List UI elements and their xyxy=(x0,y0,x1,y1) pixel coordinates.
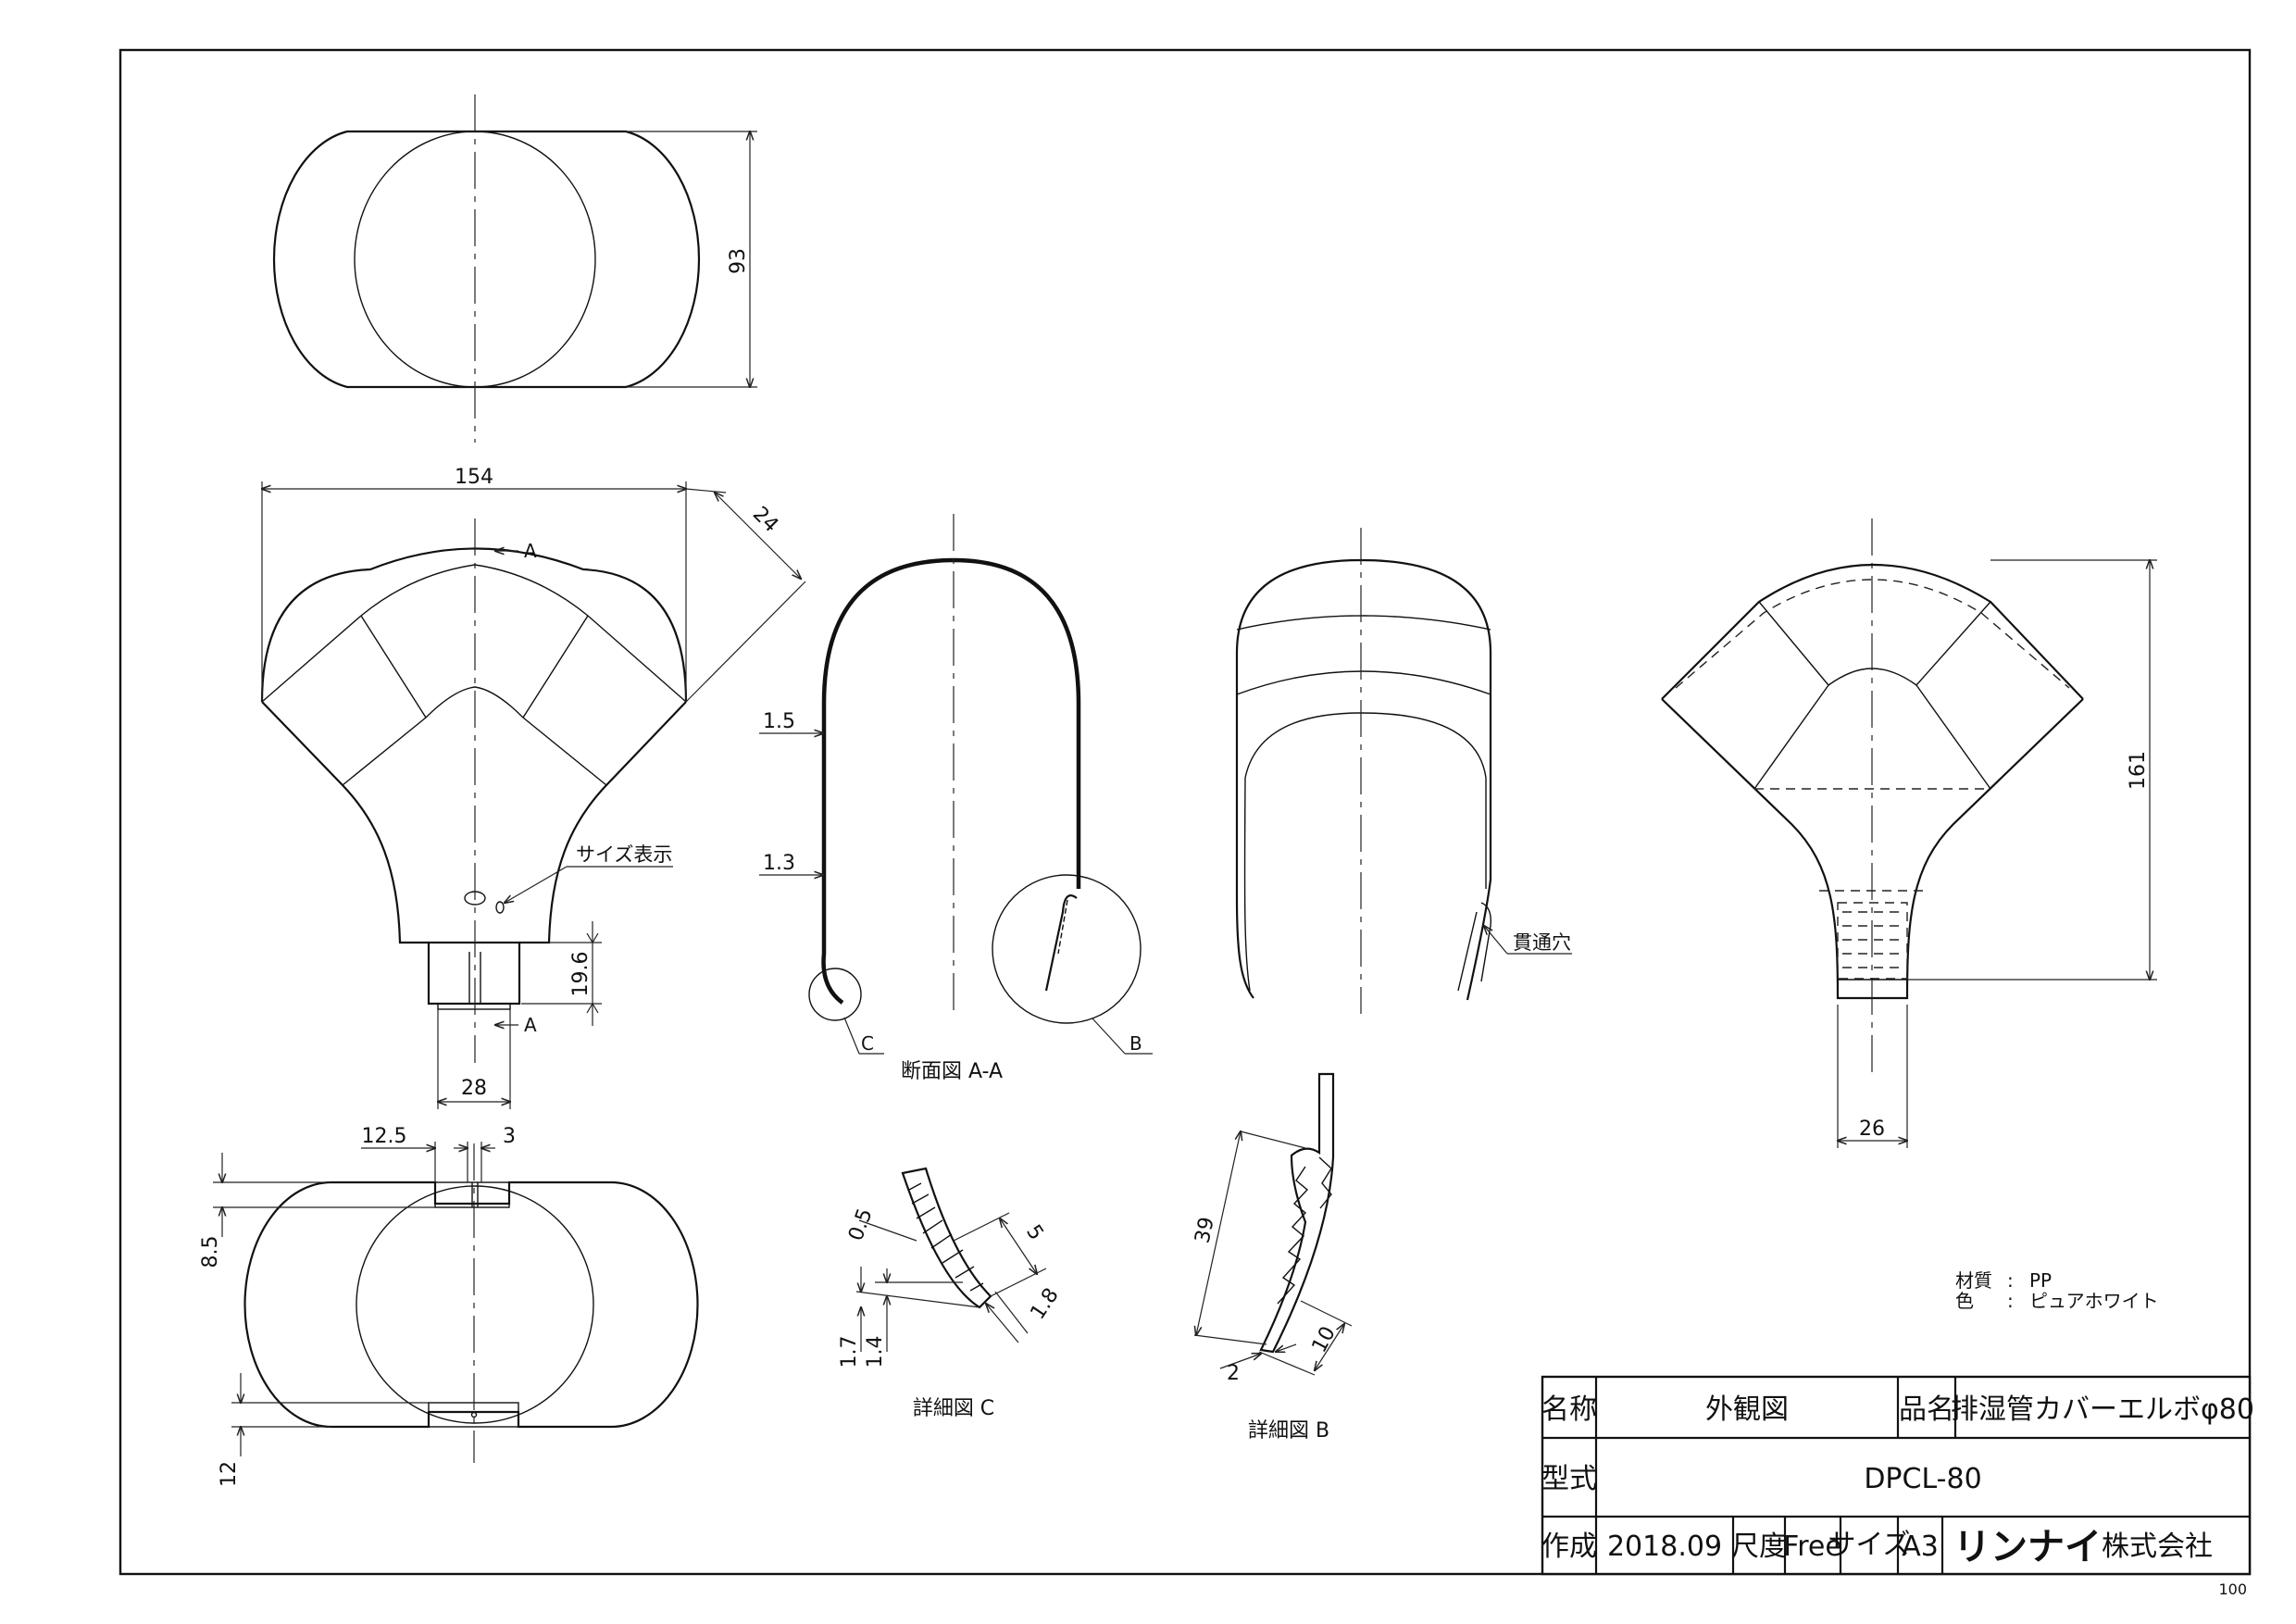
product-label: 品名 xyxy=(1899,1393,1954,1426)
size-label-tb: サイズ xyxy=(1828,1529,1910,1561)
color-label: 色 xyxy=(1955,1290,1974,1312)
dim-0-5: 0.5 xyxy=(844,1206,877,1243)
dim-26: 26 xyxy=(1859,1118,1885,1141)
product-value: 排湿管カバーエルボφ80 xyxy=(1951,1393,2254,1426)
size-label: サイズ表示 xyxy=(576,843,672,866)
detail-c-view: 0.5 5 1.8 1.7 1.4 詳細図 C xyxy=(838,1167,1064,1420)
drawing-border xyxy=(119,48,2252,1576)
dim-19-6: 19.6 xyxy=(569,952,593,997)
material-note: 材質 : PP 色 : ピュアホワイト xyxy=(1955,1269,2159,1312)
size-value: A3 xyxy=(1902,1530,1939,1563)
model-value: DPCL-80 xyxy=(1864,1463,1981,1495)
company-logo: リンナイ xyxy=(1953,1526,2102,1568)
material-value: PP xyxy=(2029,1269,2052,1292)
dim-1-7: 1.7 xyxy=(838,1336,861,1368)
dim-1-5: 1.5 xyxy=(763,710,795,733)
label-c: C xyxy=(861,1032,874,1055)
dim-1-8: 1.8 xyxy=(1026,1284,1063,1324)
perspective-view: 貫通穴 xyxy=(1235,528,1572,1014)
front-view: 154 24 19.6 28 A A サイズ表示 xyxy=(260,466,806,1109)
model-label: 型式 xyxy=(1541,1463,1597,1495)
dim-1-4: 1.4 xyxy=(864,1336,887,1368)
section-aa-view: 1.5 1.3 C B 断面図 A-A xyxy=(759,514,1153,1083)
material-separator: : xyxy=(2007,1269,2014,1292)
company-suffix: 株式会社 xyxy=(2102,1530,2213,1563)
dim-39: 39 xyxy=(1192,1215,1219,1245)
date-value: 2018.09 xyxy=(1607,1530,1722,1563)
dim-3: 3 xyxy=(503,1125,516,1148)
bottom-view: 12.5 3 8.5 12 xyxy=(199,1125,699,1487)
name-value: 外観図 xyxy=(1705,1393,1789,1426)
material-label: 材質 xyxy=(1955,1269,1992,1292)
dim-161: 161 xyxy=(2127,751,2150,790)
section-mark-a-bottom: A xyxy=(524,1014,537,1036)
scale-label: 尺度 xyxy=(1731,1530,1787,1563)
name-label: 名称 xyxy=(1541,1393,1597,1426)
dim-154: 154 xyxy=(455,466,493,489)
hole-label: 貫通穴 xyxy=(1513,931,1571,954)
page-number: 100 xyxy=(2218,1580,2247,1598)
detail-c-caption: 詳細図 C xyxy=(913,1397,994,1420)
detail-b-caption: 詳細図 B xyxy=(1248,1419,1329,1443)
dim-1-3: 1.3 xyxy=(763,852,795,875)
top-view: 93 xyxy=(272,94,757,443)
label-b: B xyxy=(1129,1032,1142,1055)
dim-2: 2 xyxy=(1227,1362,1240,1385)
dim-8-5: 8.5 xyxy=(199,1236,222,1268)
detail-b-view: 39 10 2 詳細図 B xyxy=(1192,1072,1353,1443)
dim-12-5: 12.5 xyxy=(362,1125,407,1148)
dim-28: 28 xyxy=(461,1077,487,1100)
made-label: 作成 xyxy=(1541,1530,1597,1563)
dim-12: 12 xyxy=(218,1461,241,1487)
title-block: 名称 外観図 品名 排湿管カバーエルボφ80 型式 DPCL-80 作成 201… xyxy=(1541,1375,2254,1576)
scale-value: Free xyxy=(1783,1530,1842,1563)
section-mark-a-top: A xyxy=(524,540,537,562)
color-separator: : xyxy=(2007,1290,2014,1312)
dim-5: 5 xyxy=(1021,1221,1048,1245)
color-value: ピュアホワイト xyxy=(2029,1290,2159,1312)
dim-93: 93 xyxy=(727,248,750,274)
side-view: 161 26 xyxy=(1661,518,2157,1148)
dim-24: 24 xyxy=(748,503,782,537)
dim-10: 10 xyxy=(1308,1323,1341,1356)
section-aa-caption: 断面図 A-A xyxy=(901,1060,1003,1083)
